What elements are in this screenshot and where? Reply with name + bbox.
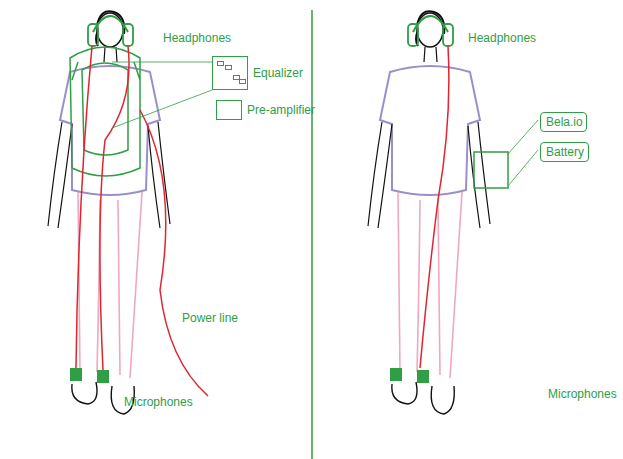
bela-box: Bela.io [540, 112, 587, 132]
part-label: Headphones [468, 32, 536, 45]
node-label: Pre-amplifier [247, 104, 315, 117]
chip-mark [217, 61, 224, 66]
part-label: Microphones [548, 388, 617, 401]
battery-box: Battery [540, 142, 589, 162]
node-label: Bela.io [546, 116, 581, 129]
node-label: Equalizer [253, 67, 303, 80]
chip-mark [225, 65, 232, 70]
preamp-box: Pre-amplifier [216, 100, 242, 120]
equalizer-box: Equalizer [212, 56, 248, 90]
part-label: Power line [182, 312, 238, 325]
node-label: Battery [546, 146, 583, 159]
part-label: Headphones [163, 32, 231, 45]
chip-mark [239, 79, 246, 84]
part-label: Microphones [124, 396, 193, 409]
